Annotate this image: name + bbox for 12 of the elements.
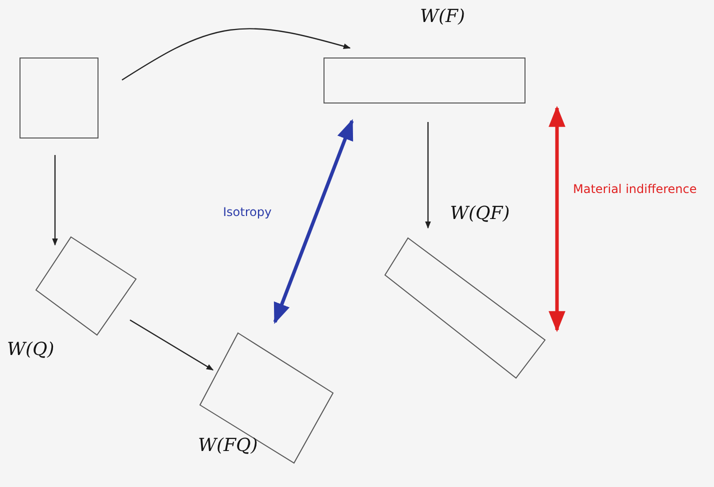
edge-label: Isotropy [222,205,273,220]
edge-label: Material indifference [572,182,698,196]
function-label: W(QF) [450,205,510,223]
function-label: W(F) [420,8,466,26]
function-label: W(Q) [7,341,54,359]
arrow [425,122,431,229]
function-label: W(FQ) [198,437,258,455]
arrow [273,119,354,324]
arrow [52,155,58,246]
arrow [548,106,566,332]
arrow [130,319,214,371]
arrow [122,28,351,80]
